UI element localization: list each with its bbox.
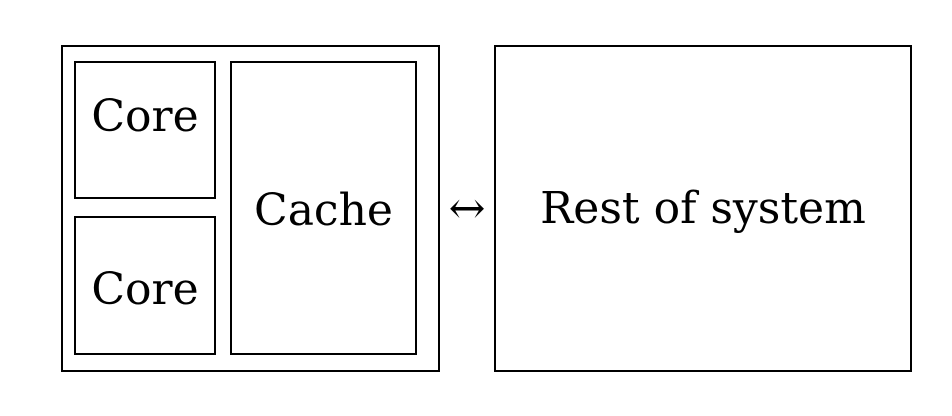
core-box-2: Core [74,216,216,355]
core-box-1: Core [74,61,216,199]
bidirectional-arrow-icon: ↔ [448,182,486,234]
core-2-label: Core [91,263,199,315]
rest-of-system-box: Rest of system [494,45,912,372]
cpu-chip-box: Core Core Cache [61,45,440,372]
chip-system-bus: ↔ [440,45,494,372]
rest-of-system-label: Rest of system [540,182,866,234]
core-1-label: Core [91,91,199,142]
cache-label: Cache [254,185,393,236]
cache-box: Cache [230,61,417,355]
